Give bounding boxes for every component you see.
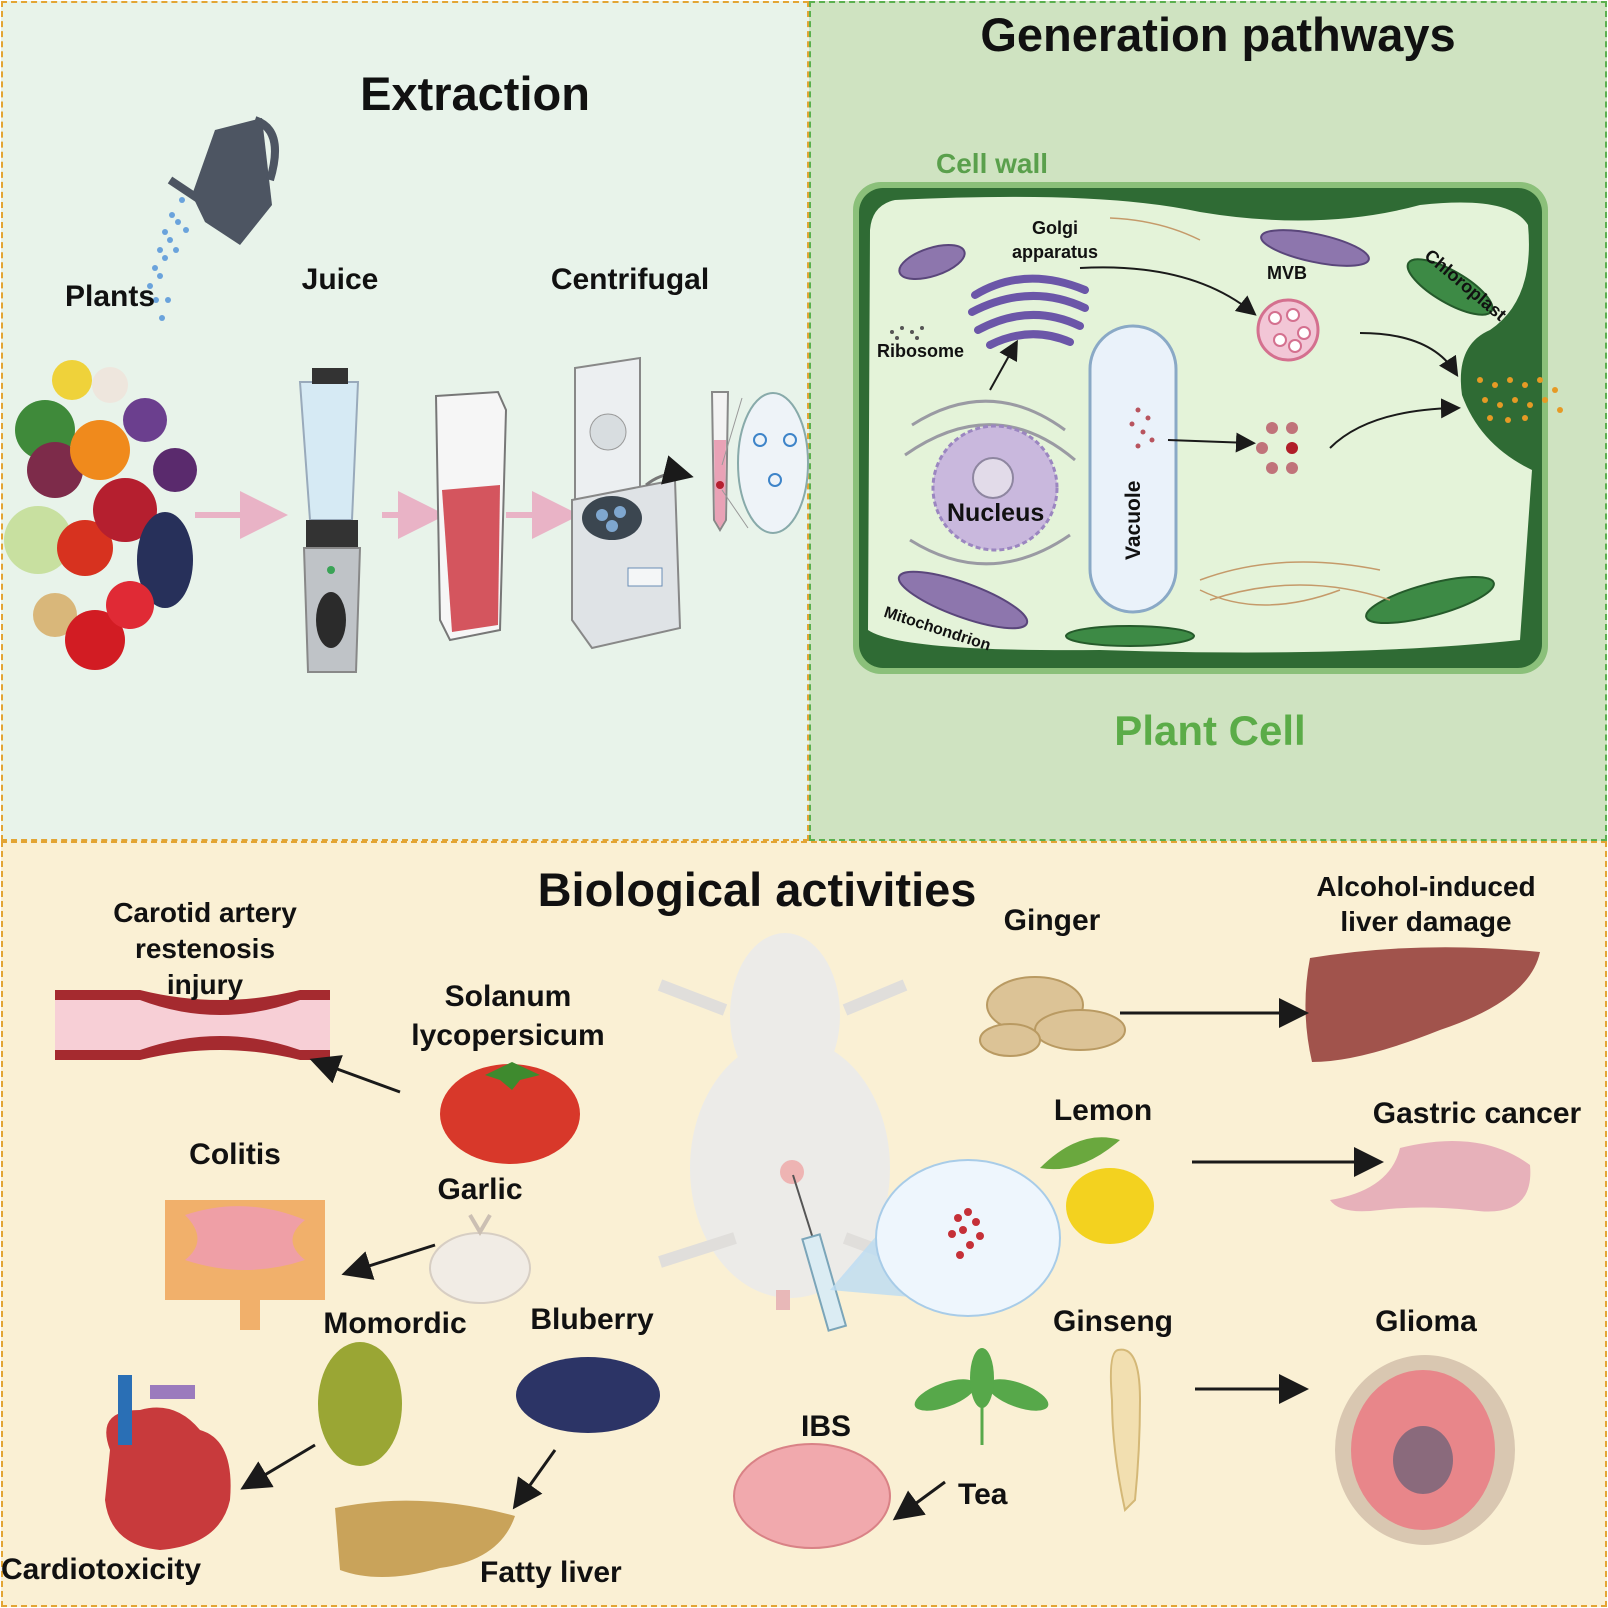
label-ginseng: Ginseng	[1052, 1305, 1174, 1338]
label-nucleus: Nucleus	[947, 499, 1045, 527]
colon-icon	[165, 1200, 325, 1330]
label-golgi-1: Golgi	[1032, 218, 1078, 238]
label-cardiotoxicity: Cardiotoxicity	[1, 1553, 202, 1586]
secreted-exosomes	[1477, 377, 1563, 423]
extraction-title: Extraction	[360, 67, 590, 120]
label-mvb: MVB	[1267, 263, 1307, 283]
bio-title: Biological activities	[537, 863, 977, 916]
intestine-icon	[733, 1443, 891, 1549]
mvb-vesicles	[1268, 308, 1311, 353]
centrifuge-icon	[571, 356, 694, 650]
golgi-apparatus-icon	[968, 274, 1089, 349]
artery-icon	[55, 990, 330, 1060]
label-bluberry: Bluberry	[530, 1303, 654, 1336]
ginseng-icon	[1109, 1348, 1142, 1513]
label-alcohol-1: Alcohol-induced	[1316, 871, 1536, 902]
label-glioma: Glioma	[1375, 1305, 1477, 1338]
chloroplast-icon	[1065, 258, 1495, 647]
pathway-arrows	[989, 266, 1461, 453]
label-centrifugal: Centrifugal	[550, 263, 710, 296]
plants-pile-icon	[4, 360, 197, 670]
liver-icon	[1305, 947, 1540, 1062]
glioma-icon	[1335, 1355, 1515, 1545]
label-vacuole: Vacuole	[1122, 480, 1145, 560]
released-vesicles	[1256, 422, 1298, 474]
label-fatty-liver: Fatty liver	[480, 1556, 622, 1589]
watering-can-icon	[167, 116, 279, 245]
tomato-icon	[440, 1062, 580, 1164]
vacuole-vesicles	[1129, 407, 1155, 449]
bio-arrows	[240, 998, 1384, 1521]
label-alcohol-2: liver damage	[1340, 906, 1512, 937]
syringe-icon	[792, 1174, 848, 1332]
label-ginger: Ginger	[1003, 904, 1101, 937]
label-juice: Juice	[301, 263, 379, 296]
juice-tube-icon	[434, 390, 508, 642]
label-plants: Plants	[64, 280, 156, 313]
mitochondrion-icon	[897, 229, 1370, 630]
generation-title: Generation pathways	[980, 8, 1456, 61]
tea-leaf-icon	[914, 1348, 1049, 1445]
label-solanum-2: lycopersicum	[411, 1019, 605, 1052]
lemon-icon	[1040, 1137, 1154, 1244]
label-garlic: Garlic	[437, 1173, 523, 1206]
blender-icon	[298, 368, 362, 673]
fatty-liver-icon	[335, 1500, 515, 1578]
vesicle-bubble-icon	[830, 1159, 1061, 1317]
label-solanum-1: Solanum	[444, 980, 572, 1013]
label-gastric-cancer: Gastric cancer	[1372, 1097, 1582, 1130]
tube-magnifier-icon	[710, 391, 809, 534]
label-colitis: Colitis	[189, 1138, 281, 1171]
cytoskeleton-filaments	[1109, 217, 1391, 606]
stomach-icon	[1330, 1140, 1531, 1212]
label-cell-wall: Cell wall	[936, 148, 1049, 179]
plant-cell-diagram	[853, 182, 1548, 674]
label-carotid-2: restenosis	[134, 933, 276, 964]
label-lemon: Lemon	[1053, 1094, 1153, 1127]
label-momordic: Momordic	[323, 1307, 467, 1340]
heart-icon	[105, 1375, 231, 1550]
blueberry-icon	[516, 1357, 660, 1433]
nucleolus-icon	[972, 457, 1014, 499]
label-ribosome: Ribosome	[877, 341, 965, 361]
garlic-icon	[429, 1213, 531, 1304]
ginger-icon	[979, 976, 1126, 1057]
mouse-icon	[657, 933, 913, 1310]
label-carotid-1: Carotid artery	[113, 897, 297, 928]
label-ibs: IBS	[800, 1410, 852, 1443]
water-drops-icon	[147, 197, 189, 321]
vacuole-icon	[1088, 324, 1178, 614]
label-golgi-2: apparatus	[1011, 242, 1099, 262]
label-plant-cell: Plant Cell	[1114, 707, 1306, 754]
label-tea: Tea	[958, 1478, 1008, 1511]
momordica-icon	[318, 1342, 402, 1466]
ribosome-dots	[890, 326, 924, 340]
label-carotid-3: injury	[166, 969, 244, 1000]
